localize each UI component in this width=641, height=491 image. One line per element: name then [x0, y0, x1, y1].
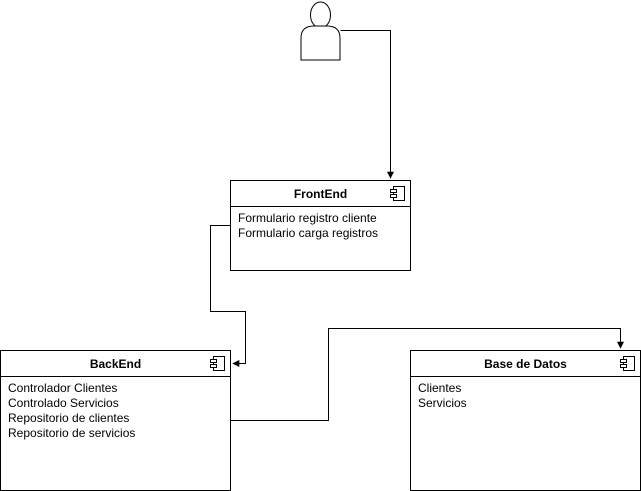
list-item: Formulario carga registros	[238, 226, 379, 240]
connector-frontend-backend[interactable]	[210, 225, 246, 367]
list-item: Repositorio de clientes	[8, 411, 130, 425]
frontend-header: FrontEnd	[231, 181, 410, 207]
backend-title: BackEnd	[89, 357, 142, 371]
database-items: Clientes Servicios	[411, 377, 640, 415]
user-actor-icon[interactable]	[300, 1, 341, 61]
uml-component-icon	[390, 186, 405, 201]
database-title: Base de Datos	[484, 357, 567, 371]
backend-items: Controlador Clientes Controlado Servicio…	[1, 377, 230, 445]
uml-component-icon	[620, 356, 635, 371]
connector-actor-frontend[interactable]	[340, 30, 394, 179]
database-header: Base de Datos	[411, 351, 640, 377]
list-item: Servicios	[418, 396, 467, 410]
list-item: Formulario registro cliente	[238, 211, 377, 225]
list-item: Clientes	[418, 381, 462, 395]
list-item: Repositorio de servicios	[8, 426, 136, 440]
list-item: Controlado Servicios	[8, 396, 119, 410]
connector-backend-database[interactable]	[231, 328, 624, 421]
backend-component[interactable]: BackEnd Controlador Clientes Controlado …	[0, 350, 231, 491]
frontend-component[interactable]: FrontEnd Formulario registro cliente For…	[230, 180, 411, 271]
frontend-items: Formulario registro cliente Formulario c…	[231, 207, 410, 245]
backend-header: BackEnd	[1, 351, 230, 377]
frontend-title: FrontEnd	[293, 187, 348, 201]
list-item: Controlador Clientes	[8, 381, 118, 395]
database-component[interactable]: Base de Datos Clientes Servicios	[410, 350, 641, 491]
uml-component-icon	[210, 356, 225, 371]
